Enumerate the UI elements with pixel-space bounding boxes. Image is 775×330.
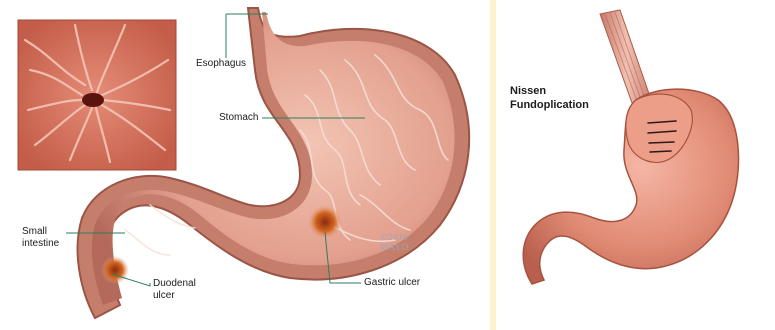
ulcer-closeup-inset — [18, 20, 176, 170]
small-intestine-label: Small intestine — [22, 226, 59, 250]
esophagus-label: Esophagus — [196, 58, 246, 70]
mayo-watermark: ©2016 MAYO — [380, 232, 409, 252]
duodenal-ulcer-label: Duodenal ulcer — [153, 278, 196, 302]
fundoplication-illustration — [496, 0, 775, 330]
ulcer-anatomy-panel: Esophagus Stomach Small intestine Duoden… — [0, 0, 490, 330]
duodenal-ulcer-lesion — [101, 256, 129, 284]
nissen-fundoplication-title: Nissen Fundoplication — [510, 84, 589, 112]
nissen-fundoplication-panel: Nissen Fundoplication — [496, 0, 775, 330]
stomach-label: Stomach — [219, 112, 258, 124]
gastric-ulcer-label: Gastric ulcer — [364, 277, 420, 289]
